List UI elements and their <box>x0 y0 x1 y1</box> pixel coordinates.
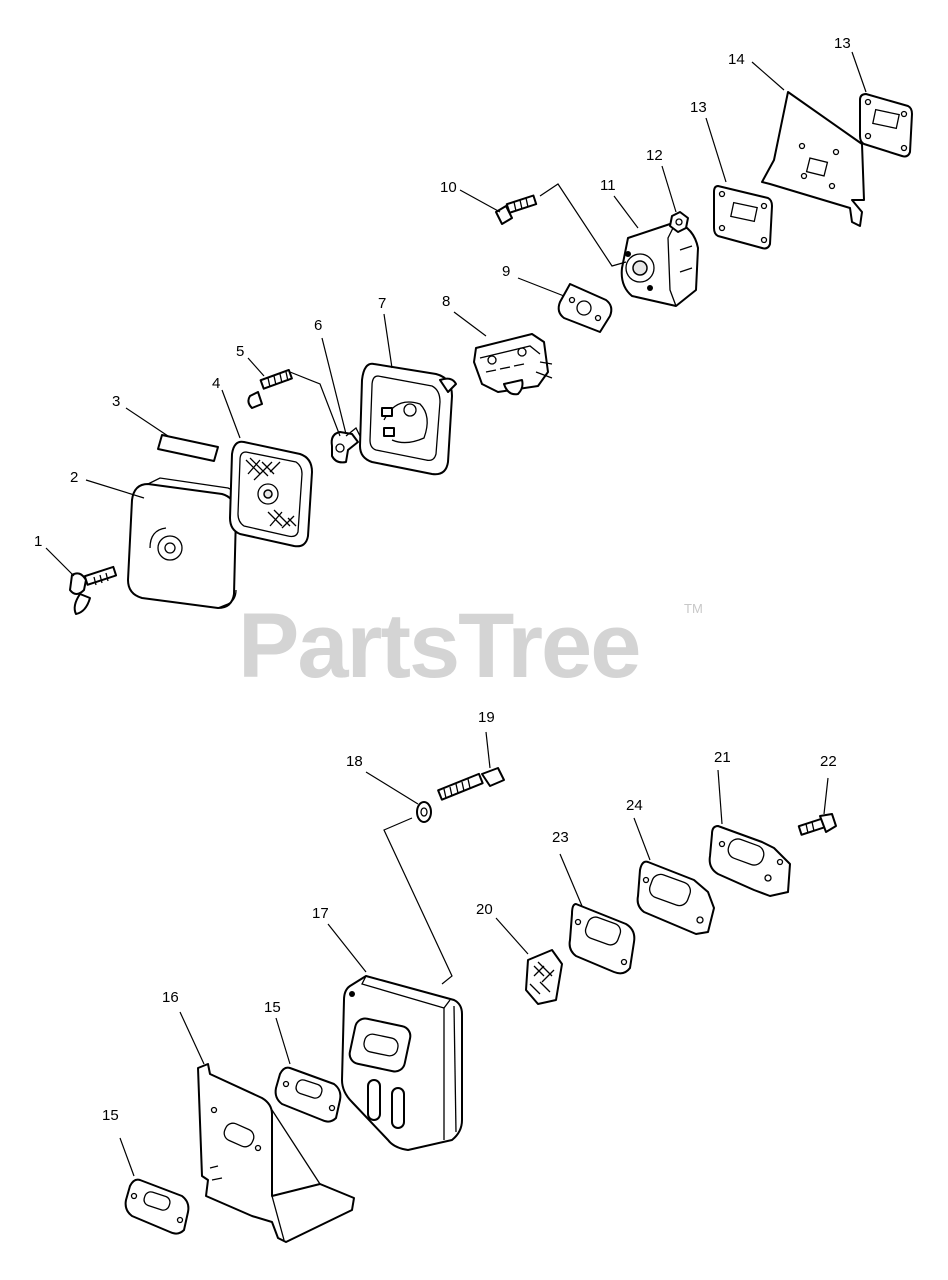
part-2-air-cleaner-cover[interactable] <box>127 477 237 609</box>
callout-1: 1 <box>34 533 42 550</box>
callout-18: 18 <box>346 753 363 770</box>
part-22-screw[interactable] <box>797 813 837 836</box>
callout-2: 2 <box>70 469 78 486</box>
part-15-gasket-a[interactable] <box>274 1066 342 1123</box>
callout-23: 23 <box>552 829 569 846</box>
callout-7: 7 <box>378 295 386 312</box>
watermark-trademark: TM <box>684 601 703 616</box>
callout-8: 8 <box>442 293 450 310</box>
part-17-muffler[interactable] <box>341 975 463 1151</box>
part-19-bolt[interactable] <box>437 767 505 801</box>
callout-12: 12 <box>646 147 663 164</box>
part-23-gasket[interactable] <box>568 903 636 975</box>
callout-20: 20 <box>476 901 493 918</box>
part-21-cover-plate[interactable] <box>708 825 791 897</box>
part-24-gasket[interactable] <box>636 860 715 935</box>
part-6-bracket[interactable] <box>330 426 361 464</box>
callout-labels: 1 2 3 4 5 6 7 8 9 10 11 12 13 13 14 15 1… <box>34 35 851 1124</box>
callout-14: 14 <box>728 51 745 68</box>
part-7-air-cleaner-base[interactable] <box>359 362 457 476</box>
callout-11: 11 <box>600 177 616 194</box>
part-1-wing-bolt[interactable] <box>69 565 118 615</box>
part-18-washer[interactable] <box>416 801 432 823</box>
watermark-brand: PartsTree <box>238 595 639 697</box>
callout-4: 4 <box>212 375 220 392</box>
callout-13-lower: 13 <box>690 99 707 116</box>
part-20-spark-screen[interactable] <box>525 949 563 1005</box>
callout-19: 19 <box>478 709 495 726</box>
part-15-gasket-b[interactable] <box>124 1178 190 1235</box>
callout-24: 24 <box>626 797 643 814</box>
leader-lines <box>45 51 867 1177</box>
part-10-bolt[interactable] <box>495 194 538 225</box>
part-3-filter-element[interactable] <box>157 434 219 462</box>
part-12-nut[interactable] <box>669 211 689 233</box>
part-8-carburetor[interactable] <box>473 333 553 396</box>
callout-15-lower: 15 <box>102 1107 119 1124</box>
callout-22: 22 <box>820 753 837 770</box>
part-4-air-filter[interactable] <box>229 440 313 548</box>
part-13-gasket-a[interactable] <box>713 185 773 250</box>
part-5-screw[interactable] <box>247 368 293 409</box>
callout-6: 6 <box>314 317 322 334</box>
part-13-gasket-b[interactable] <box>859 93 913 158</box>
parts-tree-watermark: PartsTree TM <box>238 595 703 697</box>
part-11-insulator-block[interactable] <box>620 221 699 307</box>
callout-21: 21 <box>714 749 731 766</box>
callout-3: 3 <box>112 393 120 410</box>
callout-10: 10 <box>440 179 457 196</box>
part-9-gasket[interactable] <box>557 283 613 333</box>
callout-5: 5 <box>236 343 244 360</box>
part-16-muffler-bracket[interactable] <box>197 1063 355 1243</box>
callout-9: 9 <box>502 263 510 280</box>
callout-15-upper: 15 <box>264 999 281 1016</box>
part-14-heat-shield[interactable] <box>761 91 865 227</box>
callout-16: 16 <box>162 989 179 1006</box>
callout-13-top: 13 <box>834 35 851 52</box>
callout-17: 17 <box>312 905 329 922</box>
